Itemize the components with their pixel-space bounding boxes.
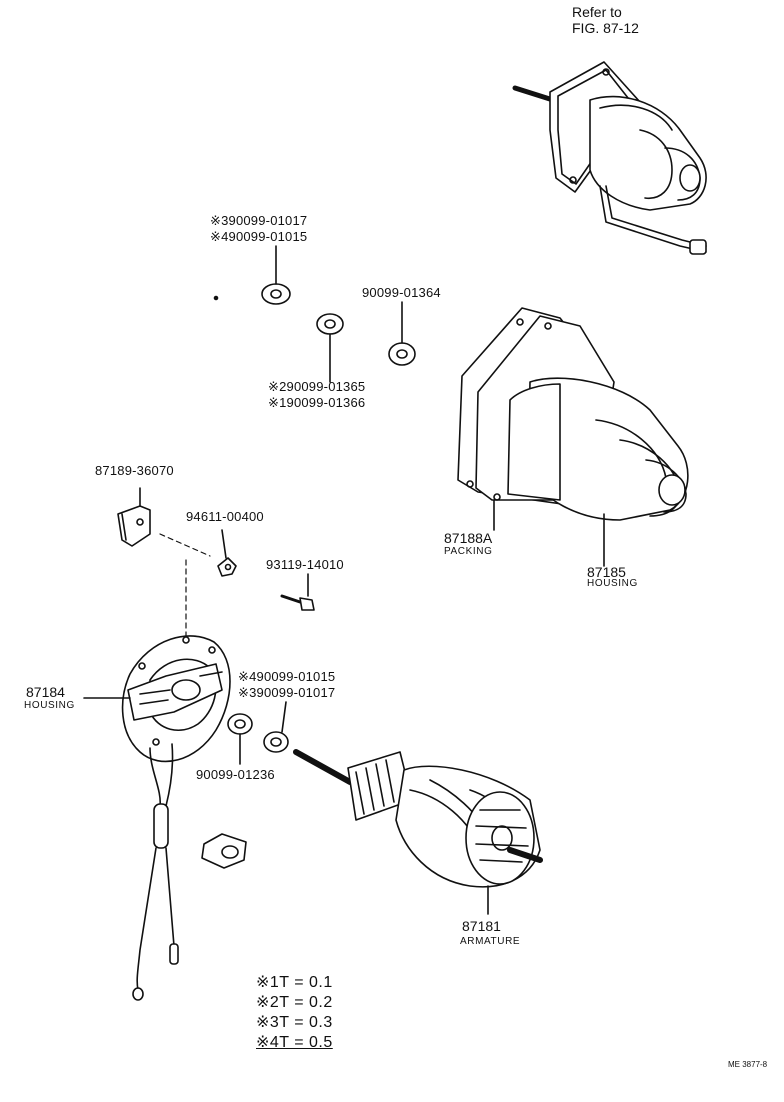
brush-holder-housing xyxy=(83,635,231,1001)
washers-top xyxy=(213,245,416,383)
bracket-nut-screw xyxy=(117,487,315,641)
thickness-note-1: ※1T = 0.1 xyxy=(256,974,333,991)
housing-left-part-name: HOUSING xyxy=(24,700,75,711)
washer-label-low-c: 90099-01236 xyxy=(196,767,275,782)
housing-right-part-number: 87185 xyxy=(587,564,626,580)
packing-part-number: 87188A xyxy=(444,530,493,546)
armature-part-number: 87181 xyxy=(462,918,501,934)
armature xyxy=(293,749,543,915)
thickness-note-4: ※4T = 0.5 xyxy=(256,1034,333,1051)
washer-label-right: 90099-01364 xyxy=(362,285,441,300)
washer-label-top-b: ※490099-01015 xyxy=(210,229,308,244)
thickness-note-2: ※2T = 0.2 xyxy=(256,994,333,1011)
thickness-note-3: ※3T = 0.3 xyxy=(256,1014,333,1031)
drawing-code: ME 3877-8 xyxy=(728,1060,768,1069)
housing-right-part-name: HOUSING xyxy=(587,578,638,589)
washer-label-top-a: ※390099-01017 xyxy=(210,213,308,228)
washer-label-mid-b: ※190099-01366 xyxy=(268,395,366,410)
washer-label-low-a: ※490099-01015 xyxy=(238,669,336,684)
motor-assembly-reference-drawing xyxy=(512,61,707,255)
bracket-label: 87189-36070 xyxy=(95,463,174,478)
armature-part-name: ARMATURE xyxy=(460,936,521,947)
washers-lower xyxy=(201,701,289,869)
figure-reference-link[interactable]: FIG. 87-12 xyxy=(572,20,639,36)
packing-and-motor-housing xyxy=(457,307,689,567)
packing-part-name: PACKING xyxy=(444,546,493,557)
washer-label-low-b: ※390099-01017 xyxy=(238,685,336,700)
housing-left-part-number: 87184 xyxy=(26,684,65,700)
washer-label-mid-a: ※290099-01365 xyxy=(268,379,366,394)
screw-label: 93119-14010 xyxy=(266,557,344,572)
nut-label: 94611-00400 xyxy=(186,509,264,524)
refer-to-text: Refer to xyxy=(572,4,622,20)
